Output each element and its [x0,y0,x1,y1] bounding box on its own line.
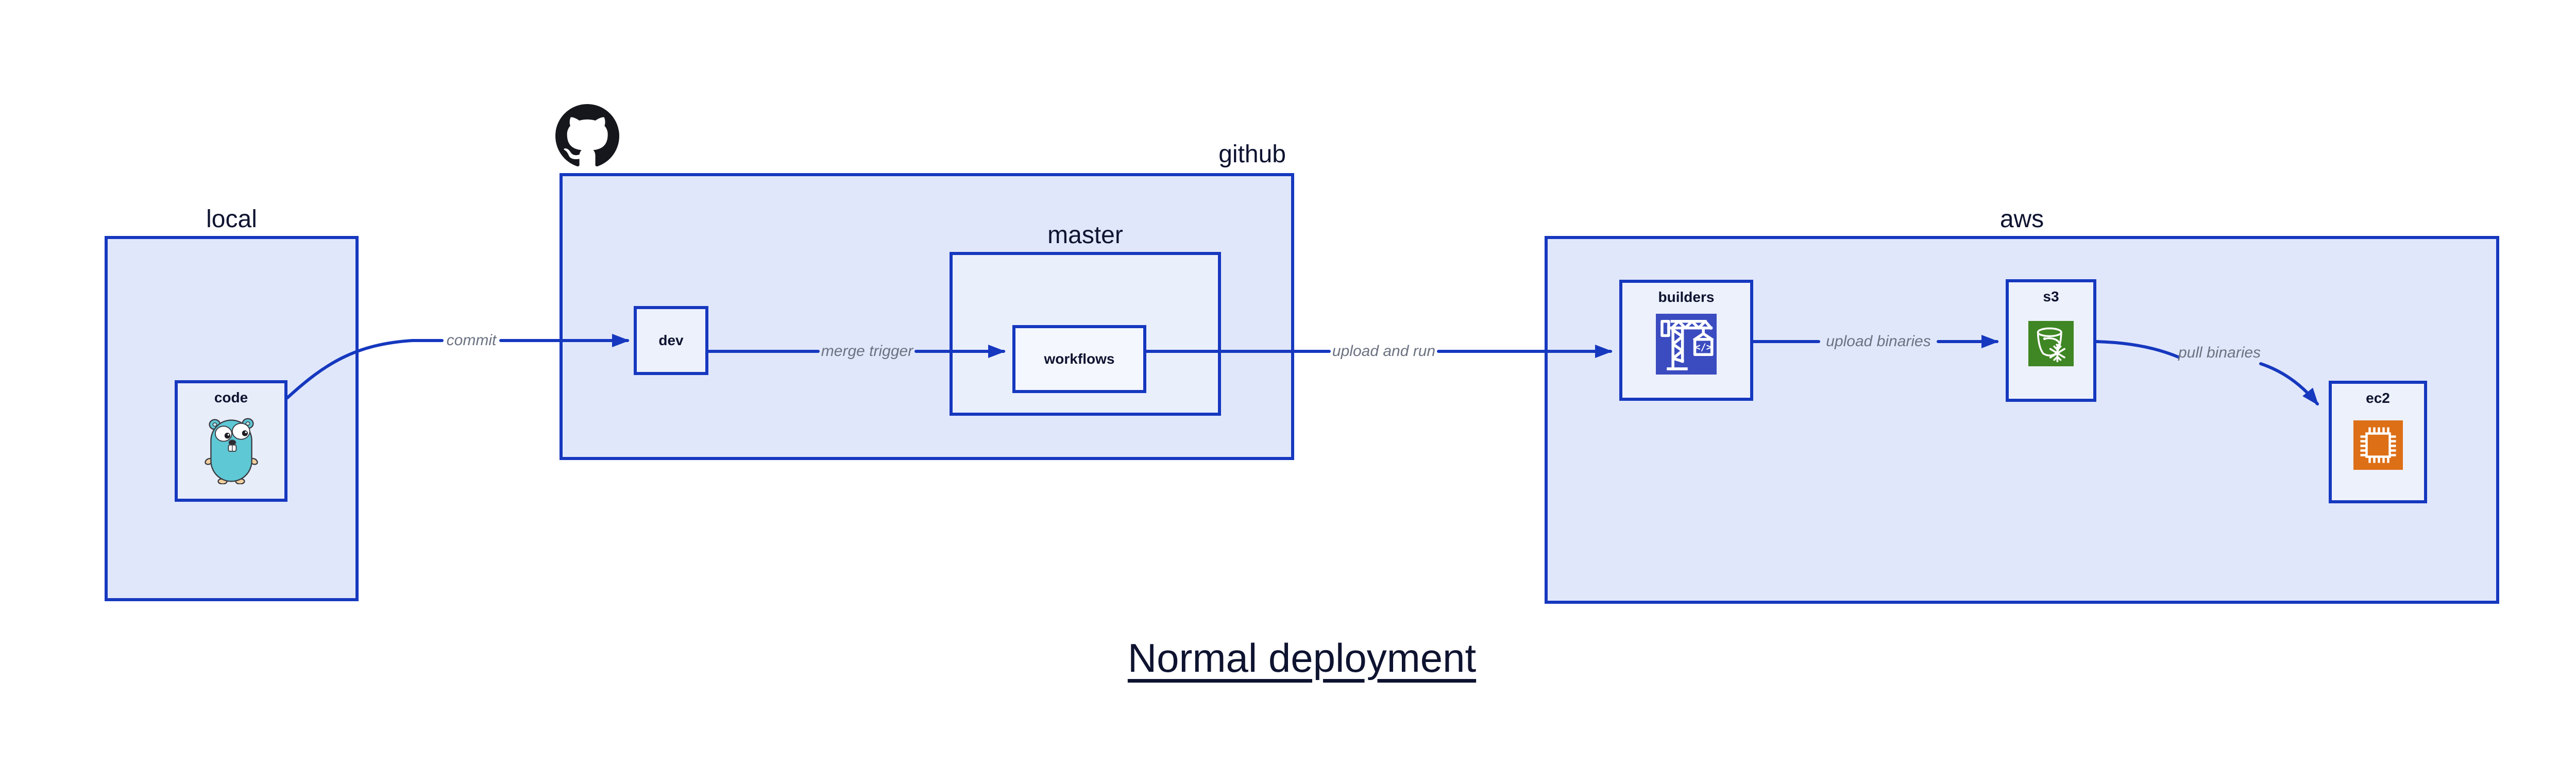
edge-label-commit: commit [446,332,497,349]
node-workflows: workflows [1012,325,1146,393]
node-s3: s3 [2006,279,2096,402]
diagram-title: Normal deployment [1127,635,1477,681]
region-local-label: local [206,206,257,233]
ec2-chip-icon [2353,420,2403,470]
codebuild-crane-icon: </> [1656,314,1717,375]
node-ec2: ec2 [2329,381,2427,503]
region-master-label: master [1047,222,1123,249]
node-dev: dev [634,306,708,375]
node-builders-label: builders [1658,289,1715,305]
node-dev-label: dev [658,332,684,348]
edge-label-pull-binaries: pull binaries [2178,344,2261,361]
region-github-label: github [1218,141,1286,168]
builders-icon-glyph: </> [1695,342,1712,353]
node-code: code [175,380,287,502]
edge-label-merge-trigger: merge trigger [821,343,913,360]
edge-label-upload-binaries: upload binaries [1826,333,1931,350]
s3-glacier-bucket-icon [2028,321,2074,366]
node-ec2-label: ec2 [2366,390,2390,406]
github-octocat-icon [555,104,619,166]
node-builders: builders </> [1619,280,1753,401]
go-gopher-icon [204,418,258,484]
edge-label-upload-and-run: upload and run [1332,343,1436,360]
node-code-label: code [214,389,248,405]
node-workflows-label: workflows [1044,351,1115,367]
node-s3-label: s3 [2043,288,2059,304]
region-aws-label: aws [1999,206,2044,233]
